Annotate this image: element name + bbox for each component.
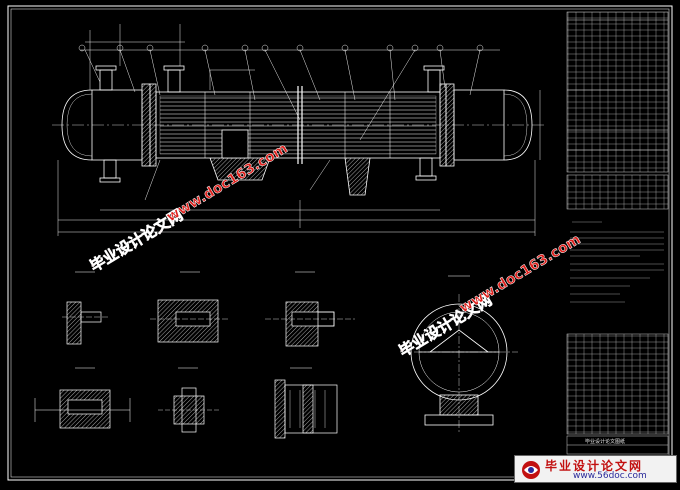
leader-lines — [57, 24, 541, 236]
design-data-table — [566, 11, 669, 173]
heat-exchanger-elevation — [52, 65, 545, 196]
brand-badge: 毕业设计论文网 www.56doc.com — [514, 455, 677, 483]
drawing-inner-border — [10, 8, 670, 478]
nozzle-table — [566, 174, 669, 210]
brand-main-text: 毕业设计论文网 — [545, 459, 644, 473]
detail-views-row1 — [62, 271, 355, 347]
brand-url-text: www.56doc.com — [573, 471, 647, 481]
drawing-border — [7, 5, 673, 481]
technical-requirements-block — [570, 221, 664, 303]
title-block — [566, 435, 669, 455]
watermark-4: www.doc163.com — [457, 231, 584, 317]
part-balloons — [78, 44, 484, 52]
watermark-url-text: www.doc163.com — [457, 232, 584, 317]
brand-logo-icon — [522, 461, 540, 479]
shell-section-view — [400, 275, 518, 432]
parts-list-table — [566, 333, 669, 435]
detail-views-row2 — [34, 367, 338, 439]
title-block-heading: 毕业设计论文图纸 — [585, 438, 625, 445]
